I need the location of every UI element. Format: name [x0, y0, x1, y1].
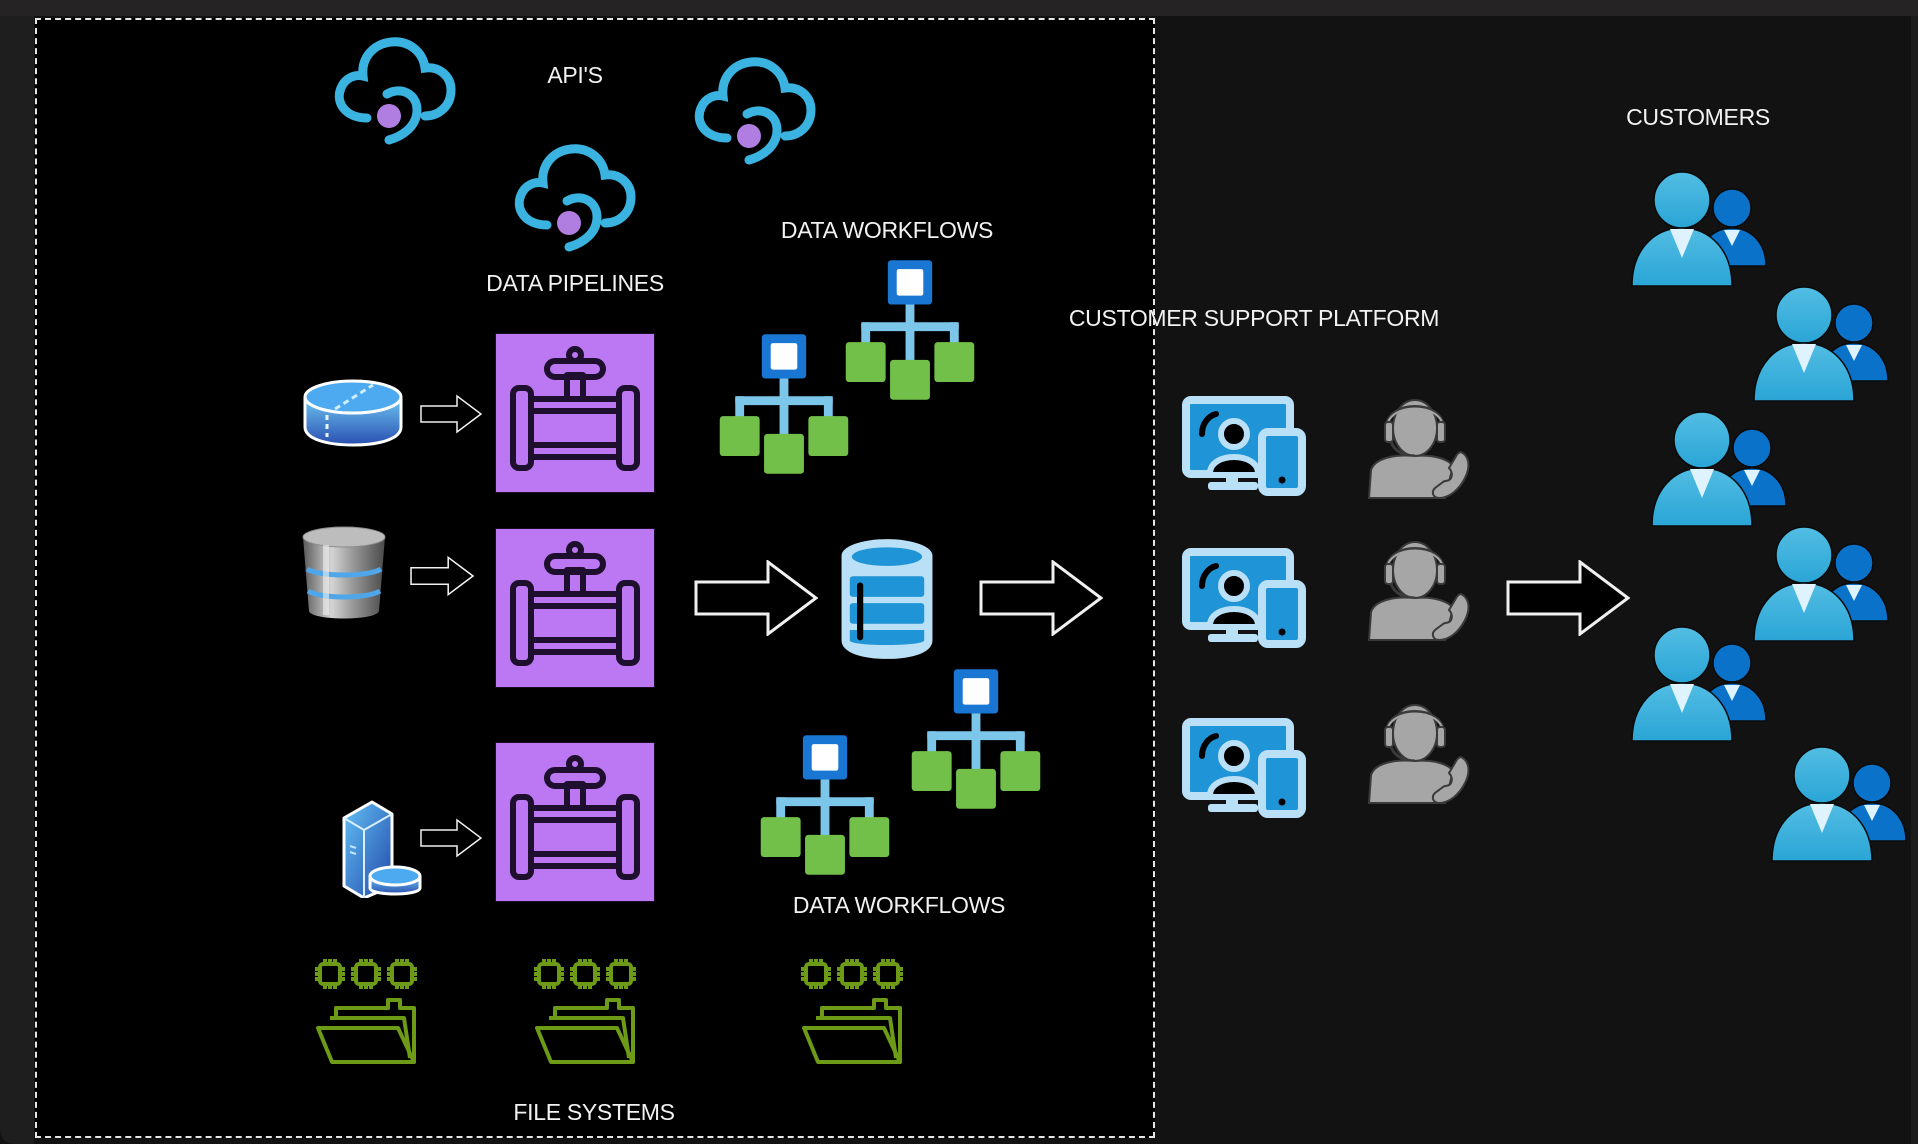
file-systems-label: FILE SYSTEMS	[513, 1099, 675, 1125]
database-icon[interactable]	[835, 537, 939, 661]
folder-chips-icon[interactable]	[314, 958, 424, 1068]
server-database-icon[interactable]	[334, 798, 424, 898]
folder-chips-icon[interactable]	[800, 958, 910, 1068]
monitor-video-call-icon[interactable]	[1182, 396, 1308, 496]
pipeline-valve-icon[interactable]	[495, 528, 655, 688]
arrow-right-icon	[979, 560, 1103, 636]
data-pipelines-label: DATA PIPELINES	[486, 270, 664, 296]
arrow-right-icon	[420, 389, 482, 439]
agent-headset-icon[interactable]	[1365, 691, 1475, 811]
api-cloud-icon[interactable]	[327, 26, 462, 150]
pipeline-valve-icon[interactable]	[495, 742, 655, 902]
user-group-icon[interactable]	[1750, 285, 1890, 405]
api-cloud-icon[interactable]	[687, 46, 822, 170]
right-panel-edge	[1911, 16, 1918, 1144]
folder-chips-icon[interactable]	[533, 958, 643, 1068]
customer-support-platform-label: CUSTOMER SUPPORT PLATFORM	[1068, 305, 1440, 331]
data-workflows-bottom-label: DATA WORKFLOWS	[792, 892, 1006, 918]
workflow-tree-icon[interactable]	[840, 258, 980, 402]
workflow-tree-icon[interactable]	[714, 332, 854, 476]
data-workflows-top-label: DATA WORKFLOWS	[780, 217, 994, 243]
pipeline-valve-icon[interactable]	[495, 333, 655, 493]
arrow-right-icon	[694, 560, 818, 636]
customers-label: CUSTOMERS	[1626, 104, 1770, 130]
window-title-bar	[0, 0, 1918, 16]
user-group-icon[interactable]	[1648, 410, 1788, 530]
agent-headset-icon[interactable]	[1365, 386, 1475, 506]
user-group-icon[interactable]	[1628, 170, 1768, 290]
agent-headset-icon[interactable]	[1365, 528, 1475, 648]
api-cloud-icon[interactable]	[507, 133, 642, 257]
workflow-tree-icon[interactable]	[755, 733, 895, 877]
monitor-video-call-icon[interactable]	[1182, 548, 1308, 648]
left-panel-edge	[0, 16, 34, 1144]
arrow-right-icon	[410, 551, 474, 601]
arrow-right-icon	[1506, 560, 1630, 636]
user-group-icon[interactable]	[1750, 525, 1890, 645]
workflow-tree-icon[interactable]	[906, 667, 1046, 811]
user-group-icon[interactable]	[1768, 745, 1908, 865]
database-silver-icon[interactable]	[299, 525, 389, 625]
arrow-right-icon	[420, 813, 482, 863]
monitor-video-call-icon[interactable]	[1182, 718, 1308, 818]
storage-disk-icon[interactable]	[301, 377, 405, 447]
apis-label: API'S	[547, 62, 603, 88]
user-group-icon[interactable]	[1628, 625, 1768, 745]
